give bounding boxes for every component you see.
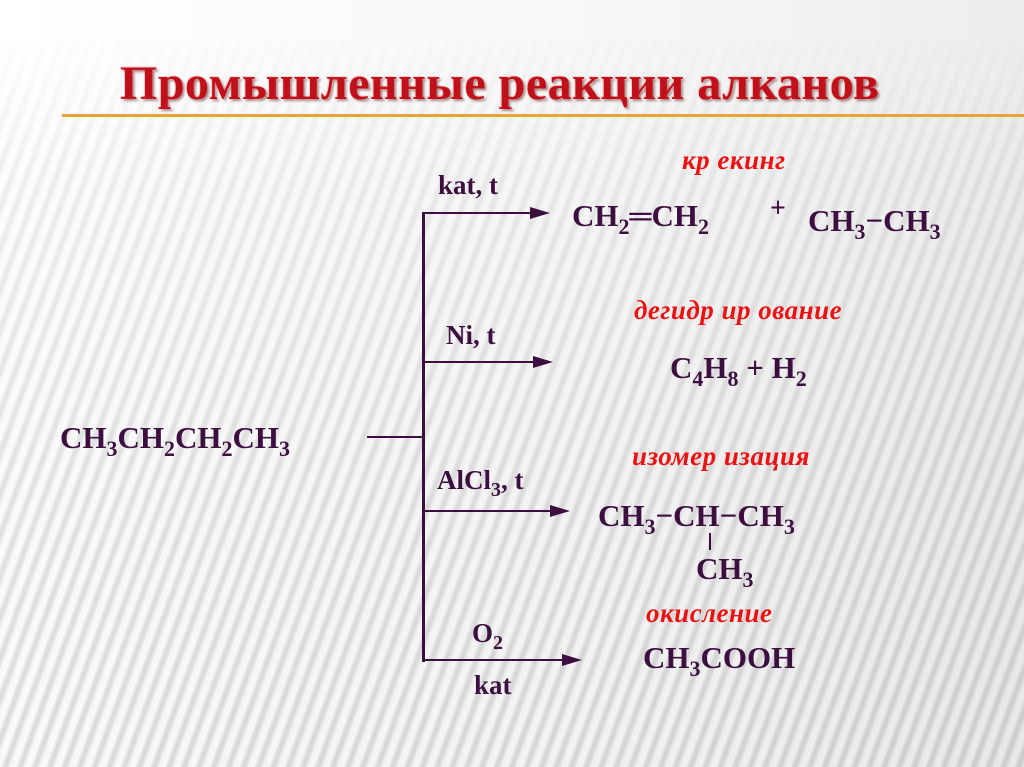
title-underline	[62, 114, 1024, 117]
arrow-dehydrogenation-shaft	[422, 361, 537, 363]
reaction-name-oxidation: окисление	[646, 598, 773, 628]
arrow-oxidation-shaft	[422, 659, 564, 661]
condition-dehydrogenation: Ni, t	[446, 320, 496, 350]
reaction-name-dehydrogenation: дегидр ир ование	[634, 295, 843, 325]
reactant-connector-line	[367, 436, 423, 438]
branch-bond-line	[709, 533, 711, 550]
branch-vertical-line	[422, 212, 425, 662]
reactant-butane: CH3CH2CH2CH3	[60, 420, 290, 461]
arrow-oxidation-head-icon	[562, 654, 582, 666]
condition-isomerization: AlCl3, t	[437, 465, 524, 501]
product-ethane: CH3−CH3	[808, 203, 941, 244]
reaction-name-isomerization: изомер изация	[632, 441, 810, 471]
plus-sign: +	[770, 193, 786, 224]
arrow-cracking-head-icon	[530, 207, 550, 219]
product-cracking: CH2═CH2	[572, 198, 709, 239]
arrow-isomerization-shaft	[422, 510, 554, 512]
arrow-dehydrogenation-head-icon	[533, 356, 553, 368]
arrow-cracking-shaft	[422, 212, 534, 214]
product-isobutane-main: CH3−CH−CH3	[598, 498, 795, 539]
product-dehydrogenation: C4H8 + H2	[670, 350, 807, 391]
slide-title: Промышленные реакции алканов	[120, 57, 880, 110]
reaction-name-cracking: кр екинг	[682, 145, 786, 175]
arrow-isomerization-head-icon	[550, 505, 570, 517]
condition-oxidation-below: kat	[474, 670, 512, 700]
product-acetic-acid: CH3COOH	[643, 640, 796, 681]
striped-background	[0, 40, 1024, 767]
condition-cracking: kat, t	[438, 170, 498, 200]
product-isobutane-branch: CH3	[696, 551, 754, 592]
condition-oxidation-above: O2	[472, 618, 504, 654]
